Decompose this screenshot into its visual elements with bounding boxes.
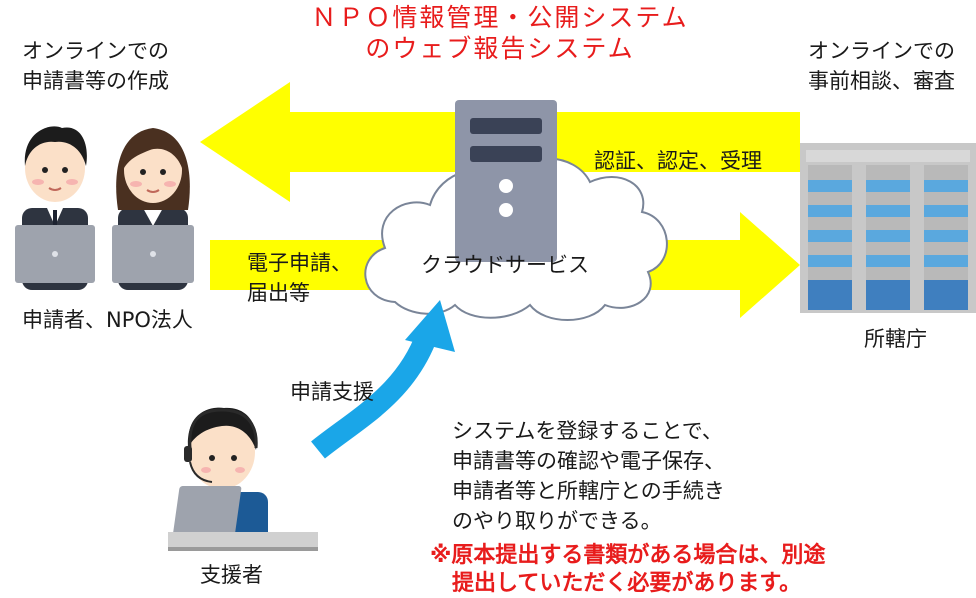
title-line-1: ＮＰＯ情報管理・公開システム (311, 3, 689, 32)
agency-label: 所轄庁 (864, 327, 927, 351)
system-note: システムを登録することで、 申請書等の確認や電子保存、 申請者等と所轄庁との手続… (452, 416, 725, 536)
bottom-arrow-label: 電子申請、 届出等 (247, 248, 352, 308)
server-icon (455, 100, 557, 262)
bottom-arrow-label-line-1: 電子申請、 (247, 251, 352, 275)
left-caption-line-2: 申請書等の作成 (22, 69, 169, 93)
warning-note: ※原本提出する書類がある場合は、別途 提出していただく必要があります。 (430, 542, 825, 598)
note-line-2: 申請書等の確認や電子保存、 (452, 449, 725, 473)
applicant-woman-icon (112, 128, 194, 290)
left-caption: オンラインでの 申請書等の作成 (22, 36, 169, 96)
note-line-4: のやり取りができる。 (452, 509, 662, 533)
note-line-1: システムを登録することで、 (452, 419, 723, 443)
top-arrow-label: 認証、認定、受理 (594, 149, 762, 173)
bottom-arrow-label-line-2: 届出等 (247, 281, 310, 305)
note-line-3: 申請者等と所轄庁との手続き (452, 479, 725, 503)
right-caption-line-1: オンラインでの (808, 39, 955, 63)
diagram-title: ＮＰＯ情報管理・公開システム のウェブ報告システム (280, 2, 720, 64)
left-caption-line-1: オンラインでの (22, 39, 169, 63)
right-caption-line-2: 事前相談、審査 (808, 69, 955, 93)
government-building-icon (800, 143, 976, 313)
cloud-label: クラウドサービス (421, 253, 589, 277)
support-arrow-label: 申請支援 (290, 380, 374, 404)
right-caption: オンラインでの 事前相談、審査 (808, 36, 955, 96)
warning-line-1: ※原本提出する書類がある場合は、別途 (430, 543, 826, 568)
applicants-label: 申請者、NPO法人 (22, 308, 193, 332)
title-line-2: のウェブ報告システム (365, 34, 635, 63)
supporter-icon (168, 407, 318, 551)
applicant-man-icon (15, 126, 95, 290)
support-arrow (311, 300, 455, 459)
warning-line-2: 提出していただく必要があります。 (452, 571, 802, 596)
supporter-label: 支援者 (200, 563, 263, 587)
